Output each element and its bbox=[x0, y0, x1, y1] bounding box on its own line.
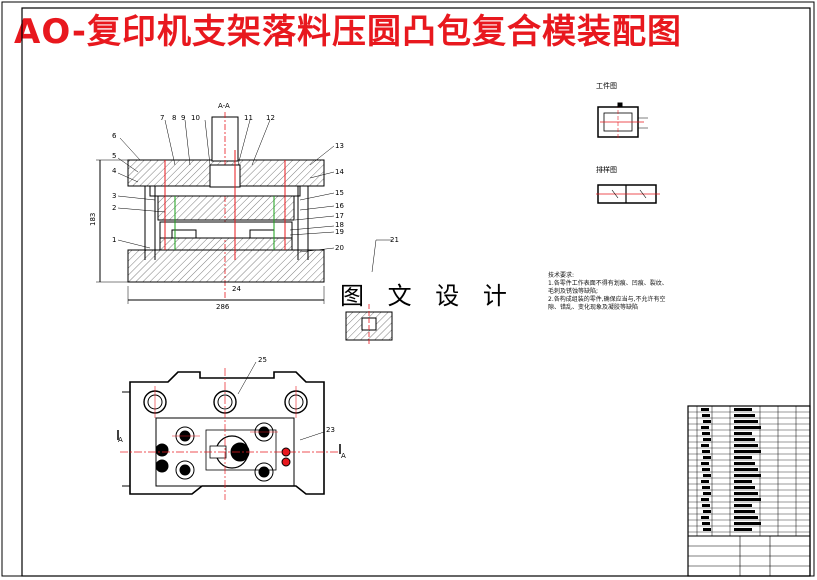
part-14: 14 bbox=[335, 168, 344, 176]
tech-heading: 技术要求: bbox=[548, 272, 575, 279]
parts-list-cell-mark bbox=[702, 432, 710, 435]
parts-list-cell-mark bbox=[734, 456, 752, 459]
plan-view bbox=[117, 361, 341, 500]
part-20: 20 bbox=[335, 244, 344, 252]
parts-list-cell-mark bbox=[734, 450, 761, 453]
parts-list-rows bbox=[688, 408, 810, 533]
parts-list-cell-mark bbox=[734, 498, 761, 501]
parts-list-cell-mark bbox=[703, 456, 711, 459]
parts-list-cell-mark bbox=[702, 414, 710, 417]
part-1: 1 bbox=[112, 236, 116, 244]
parts-list-cell-mark bbox=[701, 480, 709, 483]
parts-list-cell-mark bbox=[703, 420, 711, 423]
part-23: 23 bbox=[326, 426, 335, 434]
watermark-text: 图 文 设 计 bbox=[340, 282, 515, 310]
parts-list-cell-mark bbox=[701, 462, 709, 465]
parts-list-cell-mark bbox=[702, 486, 710, 489]
parts-list-cell-mark bbox=[734, 516, 758, 519]
parts-list-cell-mark bbox=[703, 474, 711, 477]
part-5: 5 bbox=[112, 152, 116, 160]
parts-list-cell-mark bbox=[703, 438, 711, 441]
parts-list-cell-mark bbox=[734, 504, 752, 507]
part-8: 8 bbox=[172, 114, 176, 122]
parts-list-cell-mark bbox=[734, 480, 752, 483]
part-25: 25 bbox=[258, 356, 267, 364]
part-9: 9 bbox=[181, 114, 185, 122]
parts-list-cell-mark bbox=[734, 420, 758, 423]
part-3: 3 bbox=[112, 192, 116, 200]
section-label: A-A bbox=[218, 102, 230, 110]
parts-list-cell-mark bbox=[703, 528, 711, 531]
parts-list-cell-mark bbox=[734, 468, 758, 471]
parts-list-cell-mark bbox=[734, 462, 755, 465]
part-16: 16 bbox=[335, 202, 344, 210]
dim-width: 286 bbox=[216, 303, 230, 311]
parts-list-cell-mark bbox=[734, 492, 758, 495]
inner-border bbox=[21, 7, 811, 577]
dim-height: 183 bbox=[89, 213, 97, 226]
parts-list-cell-mark bbox=[701, 444, 709, 447]
parts-list-cell-mark bbox=[703, 510, 711, 513]
part-13: 13 bbox=[335, 142, 344, 150]
part-11: 11 bbox=[244, 114, 253, 122]
view-mark-a-right: A bbox=[341, 452, 346, 460]
tech-line-2: 2.各构成组装的零件,确保应当与,不允许有空隙、错乱、变化现象及凝胶等缺陷 bbox=[548, 296, 666, 311]
parts-list-cell-mark bbox=[734, 414, 755, 417]
workpiece-label: 工件图 bbox=[596, 81, 617, 90]
parts-list-cell-mark bbox=[734, 510, 755, 513]
part-17: 17 bbox=[335, 212, 344, 220]
parts-list-cell-mark bbox=[734, 444, 758, 447]
parts-list-cell-mark bbox=[702, 450, 710, 453]
strip-label: 排样图 bbox=[596, 165, 617, 174]
parts-list-cell-mark bbox=[701, 408, 709, 411]
dim-sub: 24 bbox=[232, 285, 241, 293]
technical-requirements: 技术要求: 1.各零件工作表面不得有划痕、凹痕、裂纹、毛刺及锈蚀等缺陷; 2.各… bbox=[548, 272, 673, 312]
part-7: 7 bbox=[160, 114, 164, 122]
part-15: 15 bbox=[335, 189, 344, 197]
part-12: 12 bbox=[266, 114, 275, 122]
parts-list-cell-mark bbox=[734, 408, 752, 411]
part-4: 4 bbox=[112, 167, 117, 175]
part-18: 18 bbox=[335, 221, 344, 229]
parts-list-cell-mark bbox=[734, 528, 752, 531]
parts-list-cell-mark bbox=[701, 498, 709, 501]
parts-list-cell-mark bbox=[702, 522, 710, 525]
part-10: 10 bbox=[191, 114, 200, 122]
detail-part-21 bbox=[345, 239, 393, 344]
parts-list-cell-mark bbox=[702, 468, 710, 471]
parts-list-cell-mark bbox=[734, 522, 761, 525]
part-2: 2 bbox=[112, 204, 116, 212]
parts-list-cell-mark bbox=[702, 504, 710, 507]
parts-list-cell-mark bbox=[701, 426, 709, 429]
parts-list-cell-mark bbox=[734, 486, 755, 489]
part-number-labels: 6 5 4 3 2 1 7 8 9 10 11 12 13 14 15 16 1… bbox=[89, 81, 617, 460]
parts-list-cell-mark bbox=[734, 474, 761, 477]
parts-list-cell-mark bbox=[701, 516, 709, 519]
part-19: 19 bbox=[335, 228, 344, 236]
parts-list-cell-mark bbox=[703, 492, 711, 495]
part-6: 6 bbox=[112, 132, 117, 140]
view-mark-a-left: A bbox=[118, 436, 123, 444]
parts-list-cell-mark bbox=[734, 432, 752, 435]
strip-layout bbox=[596, 184, 660, 204]
drawing-title: AO-复印机支架落料压圆凸包复合模装配图 bbox=[14, 12, 682, 52]
section-view bbox=[96, 112, 335, 304]
parts-list-cell-mark bbox=[734, 438, 755, 441]
tech-line-1: 1.各零件工作表面不得有划痕、凹痕、裂纹、毛刺及锈蚀等缺陷; bbox=[548, 280, 668, 295]
workpiece-drawing bbox=[597, 102, 648, 140]
title-block bbox=[687, 405, 811, 577]
part-21: 21 bbox=[390, 236, 399, 244]
parts-list-cell-mark bbox=[734, 426, 761, 429]
